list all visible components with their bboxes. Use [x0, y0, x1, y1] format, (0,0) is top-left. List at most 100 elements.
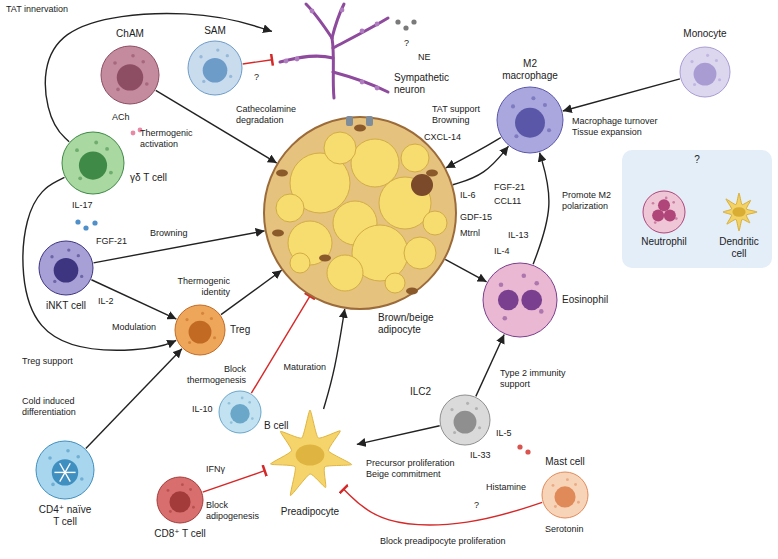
cell-nucleus	[296, 444, 325, 465]
varicosity	[340, 8, 345, 13]
cell-granule	[201, 312, 204, 315]
ne-dot	[403, 25, 408, 30]
edge-label: Maturation	[270, 362, 326, 373]
edge-label: Modulation	[112, 322, 168, 333]
treg-cell: Treg	[174, 304, 226, 356]
cell-granule	[552, 484, 555, 487]
cell-name: Sympathetic neuron	[394, 72, 458, 96]
cell-figure	[496, 86, 564, 154]
adipo-figure	[263, 116, 457, 310]
cell-granule	[77, 254, 80, 257]
arrow-connector	[91, 280, 176, 319]
cell-granule	[566, 478, 569, 481]
molecule-label: Mtrnl	[460, 228, 480, 239]
cell-nucleus	[664, 209, 676, 221]
cell-name: M2 macrophage	[500, 58, 560, 82]
cell-name: Preadipocyte	[275, 506, 345, 518]
cell-granule	[241, 397, 244, 400]
cell-granule	[76, 455, 80, 459]
cell-granule	[202, 80, 205, 83]
cell-granule	[577, 501, 580, 504]
molecule-label: FGF-21	[96, 236, 127, 247]
molecule-label: IL-5	[496, 428, 512, 439]
lipid-droplet	[423, 211, 447, 235]
cell-body	[219, 391, 261, 433]
molecule-label: IL-2	[98, 296, 114, 307]
cell-granule	[534, 281, 539, 286]
cell-body	[271, 410, 352, 496]
varicosity	[375, 22, 380, 27]
cell-body	[157, 477, 203, 523]
il17-dot	[92, 220, 97, 225]
cell-name: ?	[690, 154, 704, 166]
nerve-fiber	[306, 4, 332, 38]
cell-granule	[192, 506, 195, 509]
cell-granule	[543, 103, 547, 107]
cell-figure	[174, 304, 226, 356]
molecule-label: IL-33	[470, 450, 491, 461]
cell-granule	[80, 477, 84, 481]
cell-nucleus	[117, 64, 143, 90]
molecule-label: IL-10	[192, 404, 213, 415]
cell-name: iNKT cell	[36, 300, 96, 312]
molecule-label: IL-13	[508, 230, 529, 241]
cell-granule	[531, 96, 535, 100]
cell-granule	[199, 55, 202, 58]
il5-dot	[525, 449, 530, 454]
cell-figure	[482, 262, 558, 338]
cell-body	[175, 305, 225, 355]
cell-nucleus	[732, 207, 745, 217]
sam-cell: SAM	[187, 40, 243, 96]
cell-body	[723, 193, 757, 231]
cell-granule	[228, 402, 231, 405]
nerve-fiber	[333, 18, 388, 48]
cell-granule	[499, 283, 504, 288]
arrow-connector	[563, 79, 680, 111]
edge-label: Cold induced differentiation	[22, 396, 94, 418]
star-figure	[717, 190, 761, 234]
edge-label: Promote M2 polarization	[562, 190, 620, 212]
molecule-label: FGF-21	[494, 182, 525, 193]
lipid-droplet	[385, 273, 405, 293]
cell-granule	[116, 88, 120, 92]
cd8-cell: CD8⁺ T cell	[156, 476, 204, 524]
cell-name: CD4⁺ naïve T cell	[35, 504, 95, 528]
cell-name: ILC2	[410, 386, 438, 398]
cell-granule	[478, 426, 481, 429]
dendritic-cell: Dendritic cell	[717, 190, 761, 234]
mitochondrion	[319, 255, 331, 262]
varicosity	[284, 59, 289, 64]
receptor-icon	[346, 116, 353, 126]
edge-label: Block preadipocyte proliferation	[380, 536, 540, 547]
cell-body	[440, 395, 490, 445]
cell-figure	[642, 190, 686, 234]
cell-nucleus	[658, 199, 670, 211]
cell-granule	[693, 83, 696, 86]
lipid-droplet	[276, 194, 304, 222]
molecule-label: ?	[474, 500, 479, 511]
preadipocyte-cell: Preadipocyte	[262, 407, 358, 503]
edge-label: Treg support	[22, 356, 92, 367]
lipid-droplet	[401, 144, 429, 172]
adipocyte-body	[264, 117, 456, 309]
cell-granule	[511, 104, 515, 108]
molecule-label: GDF-15	[460, 212, 492, 223]
cell-granule	[475, 407, 478, 410]
cell-name: γδ T cell	[130, 172, 180, 184]
edge-label: Block adipogenesis	[206, 500, 266, 522]
adipocyte-cell: Brown/beige adipocyte	[263, 116, 457, 310]
cell-granule	[94, 141, 98, 145]
cell-granule	[706, 54, 709, 57]
macrophage-cell: M2 macrophage	[496, 86, 564, 154]
cell-name: Mast cell	[540, 456, 590, 468]
band-ground	[622, 150, 772, 268]
mitochondrion	[406, 288, 418, 295]
cell-nucleus	[554, 486, 575, 507]
cell-granule	[167, 489, 170, 492]
ne-dot	[395, 19, 400, 24]
edge-label: Cathecolamine degradation	[236, 104, 316, 126]
cell-granule	[229, 75, 232, 78]
lipid-droplet	[327, 255, 363, 291]
mast-cell: Mast cell	[541, 471, 589, 519]
il17-dot	[75, 219, 80, 224]
